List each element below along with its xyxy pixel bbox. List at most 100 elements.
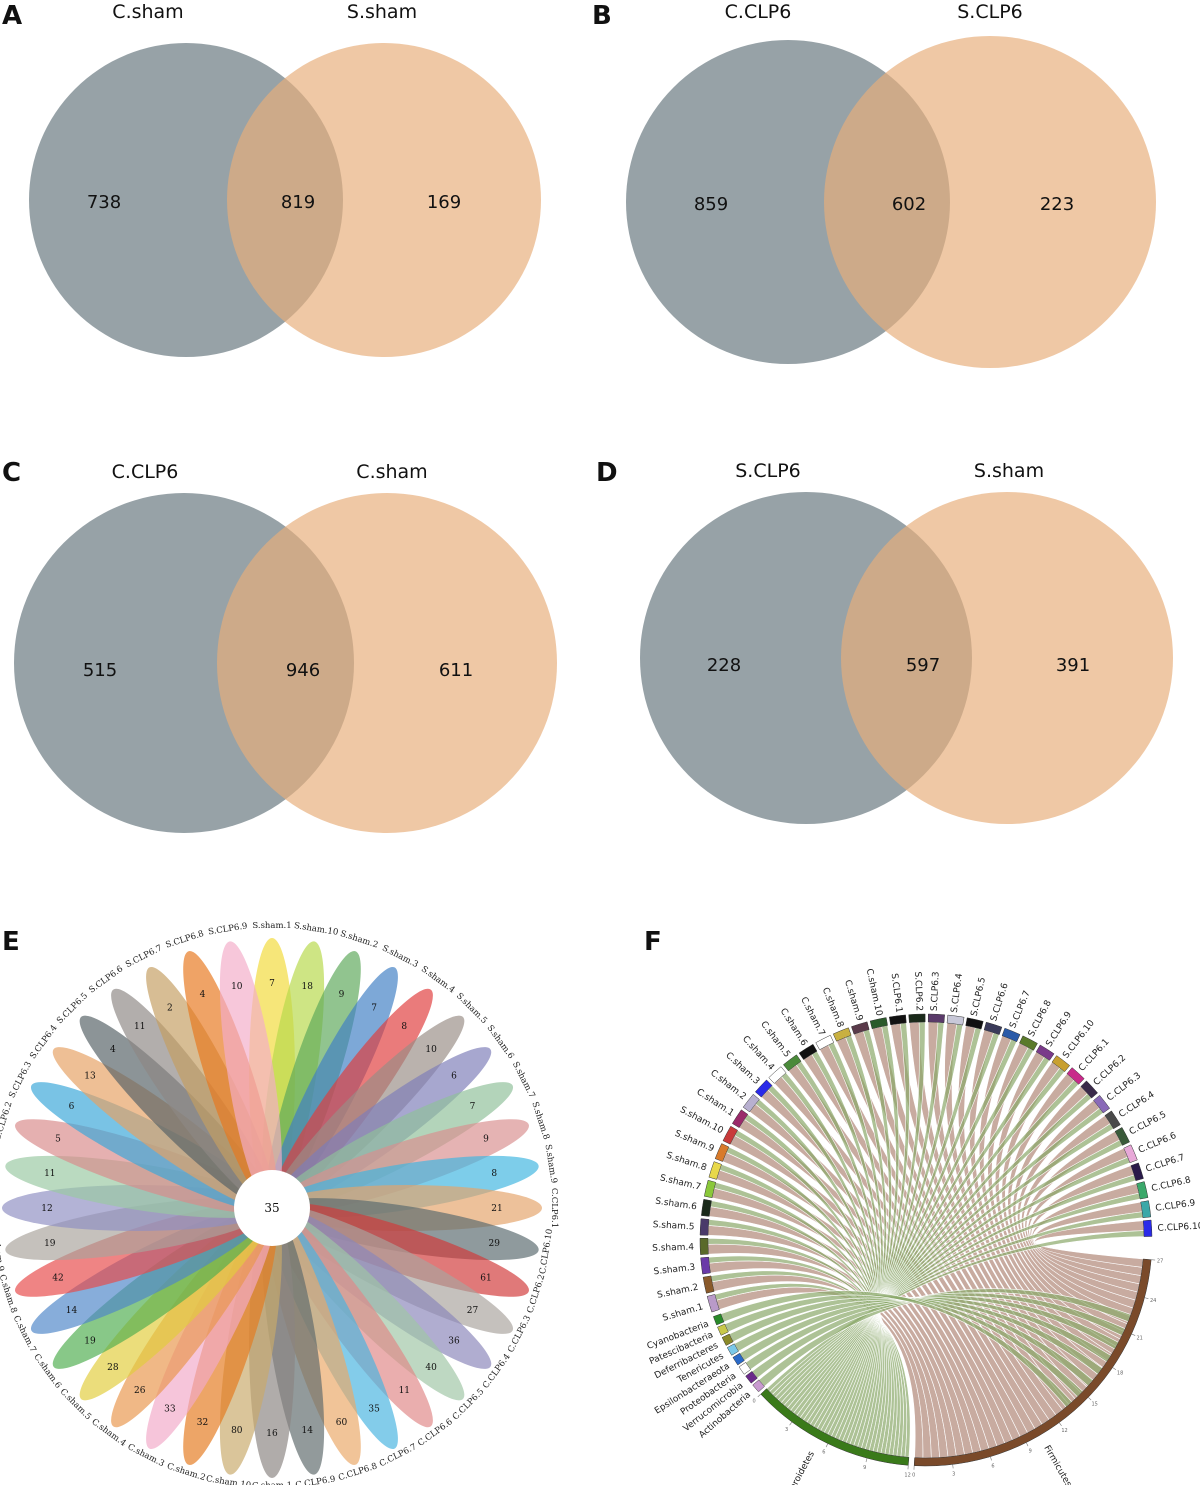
- chord-sample-arc: [706, 1294, 720, 1313]
- venn-panel-d: D S.CLP6 S.sham 228 597 391: [596, 458, 1173, 824]
- flower-petal-label: S.CLP6.3: [7, 1060, 34, 1100]
- venn-a-overlap-count: 819: [281, 192, 315, 213]
- flower-petal-count: 6: [69, 1102, 75, 1112]
- chord-phylum-arc: [721, 1333, 734, 1346]
- chord-phylum-arc: [717, 1323, 729, 1336]
- flower-petal-count: 9: [483, 1135, 489, 1145]
- chord-tick-label: 3: [785, 1427, 788, 1433]
- chord-sample-arc: [1114, 1127, 1130, 1146]
- flower-petal-count: 21: [491, 1204, 502, 1214]
- flower-core-circle: [234, 1170, 310, 1246]
- chord-phylum-label: Firmicutes: [1041, 1444, 1073, 1485]
- chord-tick-label: 6: [822, 1450, 825, 1456]
- chord-arcs: [699, 1013, 1153, 1467]
- chord-phylum-arc: [760, 1388, 910, 1466]
- chord-tick: [1144, 1297, 1149, 1299]
- flower-petal-count: 36: [448, 1336, 460, 1346]
- panel-letter-f: F: [644, 927, 662, 957]
- panel-letter-c: C: [2, 458, 21, 488]
- flower-petal-label: C.CLP6.10: [538, 1228, 555, 1275]
- venn-d-right-circle: [841, 492, 1173, 824]
- flower-petal-label: S.sham.10: [293, 921, 339, 938]
- venn-panel-c: C C.CLP6 C.sham 515 946 611: [2, 458, 557, 833]
- venn-c-left-only-count: 515: [83, 660, 117, 681]
- venn-c-overlap-count: 946: [286, 660, 320, 681]
- chord-sample-arc: [1136, 1181, 1149, 1200]
- flower-petal-label: S.sham.7: [510, 1060, 537, 1100]
- chord-tick: [825, 1443, 829, 1448]
- flower-petal-label: C.sham.8: [0, 1273, 19, 1314]
- flower-petal-count: 11: [44, 1169, 55, 1179]
- chord-phylum-label: Bacteroidetes: [779, 1450, 817, 1485]
- chord-tick: [1025, 1442, 1029, 1447]
- flower-petal-label: C.sham.2: [166, 1461, 207, 1483]
- flower-petal-label: C.CLP6.3: [506, 1314, 533, 1354]
- flower-petal-count: 61: [480, 1274, 491, 1284]
- venn-c-right-only-count: 611: [439, 660, 473, 681]
- flower-petal-label: S.sham.3: [380, 943, 420, 970]
- flower-petal-count: 16: [266, 1429, 278, 1439]
- flower-petal-count: 10: [231, 982, 243, 992]
- flower-petal-count: 7: [470, 1102, 476, 1112]
- chord-sample-arc: [731, 1109, 749, 1128]
- flower-petal-label: S.CLP6.7: [124, 943, 164, 970]
- chord-tick: [1058, 1422, 1062, 1426]
- chord-sample-arc: [1093, 1094, 1111, 1114]
- chord-tick: [1112, 1367, 1117, 1370]
- venn-a-right-only-count: 169: [427, 192, 461, 213]
- flower-petal-label: S.sham.9: [543, 1144, 559, 1184]
- chord-sample-arc: [798, 1043, 818, 1060]
- flower-petal-count: 32: [197, 1418, 208, 1428]
- flower-petal-count: 27: [467, 1306, 479, 1316]
- chord-tick-label: 24: [1150, 1298, 1156, 1304]
- chord-sample-arc: [1051, 1055, 1071, 1073]
- chord-sample-arc: [742, 1093, 760, 1113]
- chord-tick-label: 21: [1137, 1336, 1143, 1342]
- flower-petal-count: 8: [491, 1169, 497, 1179]
- chord-sample-label: S.CLP6.1: [889, 973, 904, 1014]
- venn-b-right-label: S.CLP6: [957, 1, 1023, 23]
- chord-sample-label: C.CLP6.5: [1128, 1110, 1168, 1138]
- flower-petal-label: S.CLP6.8: [165, 929, 206, 951]
- flower-petal-count: 8: [401, 1022, 407, 1032]
- venn-a-left-only-count: 738: [87, 192, 121, 213]
- chord-sample-label: C.CLP6.10: [1157, 1221, 1200, 1233]
- chord-sample-arc: [965, 1017, 984, 1030]
- flower-petal-count: 9: [339, 990, 345, 1000]
- chord-tick: [865, 1458, 868, 1463]
- chord-sample-label: S.sham.3: [653, 1263, 696, 1278]
- flower-petal-label: S.sham.1: [252, 921, 291, 931]
- chord-sample-arc: [768, 1066, 787, 1084]
- chord-sample-arc: [1066, 1067, 1085, 1085]
- flower-petal-label: S.sham.2: [339, 929, 379, 951]
- chord-sample-arc: [1035, 1044, 1055, 1061]
- chord-tick-label: 12: [904, 1472, 910, 1478]
- chord-sample-arc: [1080, 1080, 1098, 1099]
- chord-sample-arc: [783, 1054, 802, 1072]
- venn-d-left-only-count: 228: [707, 655, 741, 676]
- chord-phylum-arc: [745, 1370, 758, 1384]
- flower-petal-label: C.CLP6.1: [549, 1188, 559, 1228]
- chord-tick-label: 9: [1029, 1449, 1032, 1455]
- chord-sample-label: S.CLP6.8: [1027, 999, 1054, 1039]
- chord-sample-arc: [722, 1125, 738, 1145]
- chord-phylum-arc: [752, 1379, 765, 1393]
- flower-petal-count: 19: [44, 1239, 56, 1249]
- venn-c-right-circle: [217, 493, 557, 833]
- flower-petal-count: 4: [200, 990, 206, 1000]
- chord-phylum-arc: [713, 1313, 725, 1326]
- chord-tick: [789, 1421, 793, 1426]
- flower-petal-count: 7: [371, 1004, 377, 1014]
- venn-d-overlap-count: 597: [906, 655, 940, 676]
- chord-phylum-arc: [738, 1362, 751, 1375]
- venn-d-left-label: S.CLP6: [735, 460, 801, 482]
- flower-petal-count: 6: [451, 1072, 457, 1082]
- chord-sample-label: S.sham.4: [652, 1243, 694, 1254]
- flower-petal-label: C.CLP6.9: [295, 1475, 336, 1485]
- chord-phylum-arc: [913, 1258, 1152, 1467]
- venn-b-right-circle: [824, 36, 1156, 368]
- chord-tick-label: 3: [952, 1471, 955, 1477]
- flower-petal-label: S.sham.8: [529, 1101, 551, 1141]
